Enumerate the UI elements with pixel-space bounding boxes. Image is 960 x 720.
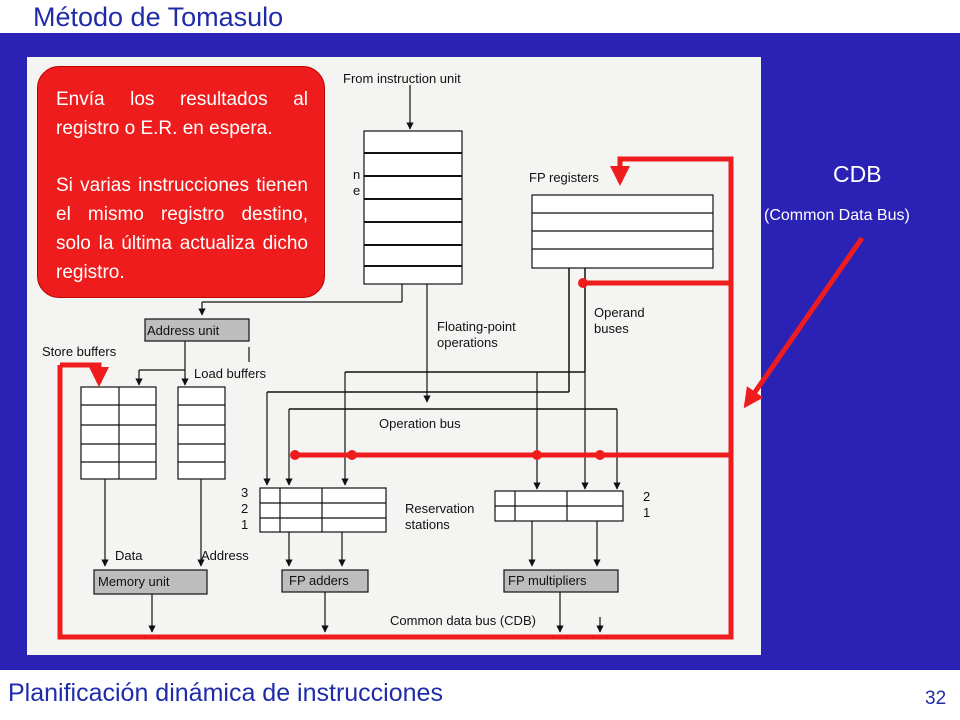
cdb-explanation-callout: Envía los resultados al registro o E.R. …: [37, 66, 325, 298]
queue-partial-label-2: e: [353, 183, 361, 198]
diagram-lines: [57, 85, 734, 640]
queue-partial-label-1: n: [353, 167, 361, 182]
store-buffers-label: Store buffers: [42, 344, 117, 359]
fp-adders-label: FP adders: [289, 573, 349, 588]
cdb-junction-dots: [290, 278, 605, 460]
fp-multipliers-label: FP multipliers: [508, 573, 587, 588]
address-unit-box: [144, 318, 250, 342]
instruction-queue: [363, 130, 463, 285]
load-buffers-box: [177, 386, 226, 480]
cdb-title: CDB: [833, 161, 882, 187]
cdb-highlight-path: [57, 156, 734, 640]
rs-left-number-3: 3: [241, 485, 249, 500]
load-buffers-label: Load buffers: [194, 366, 267, 381]
operand-buses-label: Operand buses: [594, 305, 645, 336]
address-unit-label: Address unit: [147, 323, 220, 338]
reservation-stations-label: Reservation stations: [405, 501, 475, 532]
operation-bus-label: Operation bus: [379, 416, 461, 431]
memory-unit-box: [93, 569, 208, 595]
store-buffers-box: [80, 386, 157, 480]
cdb-subtitle: (Common Data Bus): [764, 207, 910, 224]
address-label: Address: [201, 548, 249, 563]
reservation-stations-multipliers: [494, 490, 624, 522]
page-number: 32: [925, 688, 947, 709]
common-data-bus-label: Common data bus (CDB): [390, 613, 536, 628]
callout-paragraph-2: Si varias instrucciones tienen el mismo …: [56, 175, 308, 283]
rs-left-number-2: 2: [241, 501, 249, 516]
callout-paragraph-1: Envía los resultados al registro o E.R. …: [56, 89, 308, 139]
rs-right-number-1: 1: [643, 505, 651, 520]
rs-left-number-1: 1: [241, 517, 249, 532]
fp-operations-label: Floating-point operations: [437, 319, 516, 350]
fp-registers-box: [531, 194, 714, 269]
rs-right-number-2: 2: [643, 489, 651, 504]
fp-registers-label: FP registers: [529, 170, 599, 185]
from-instruction-unit-label: From instruction unit: [343, 71, 461, 86]
data-label: Data: [115, 548, 143, 563]
memory-unit-label: Memory unit: [98, 574, 170, 589]
fp-multipliers-box: [503, 569, 619, 593]
slide-title: Método de Tomasulo: [33, 2, 284, 32]
reservation-stations-adders: [259, 487, 387, 533]
slide-footer: Planificación dinámica de instrucciones: [8, 679, 443, 707]
